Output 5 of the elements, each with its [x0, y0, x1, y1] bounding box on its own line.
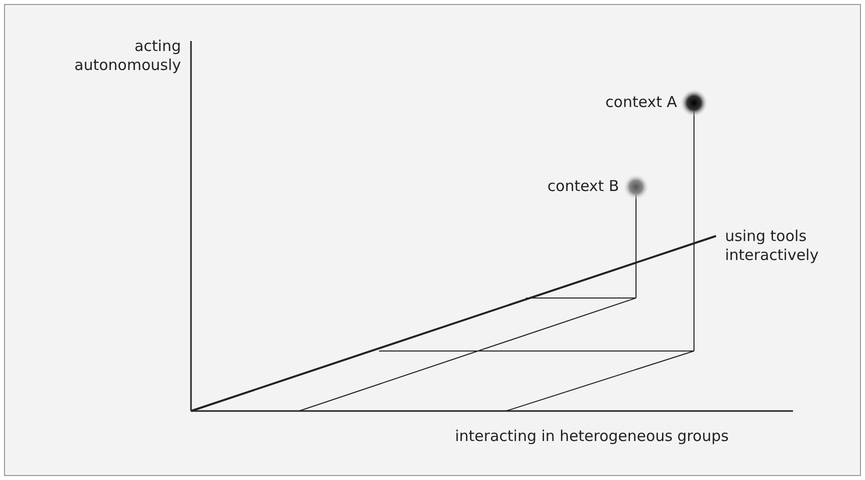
point-label: context A [604, 93, 677, 112]
axis-label: acting autonomously [73, 37, 181, 75]
axis-label: interacting in heterogeneous groups [455, 427, 730, 446]
point-label: context B [546, 177, 619, 196]
axis-label: using tools interactively [725, 227, 820, 265]
